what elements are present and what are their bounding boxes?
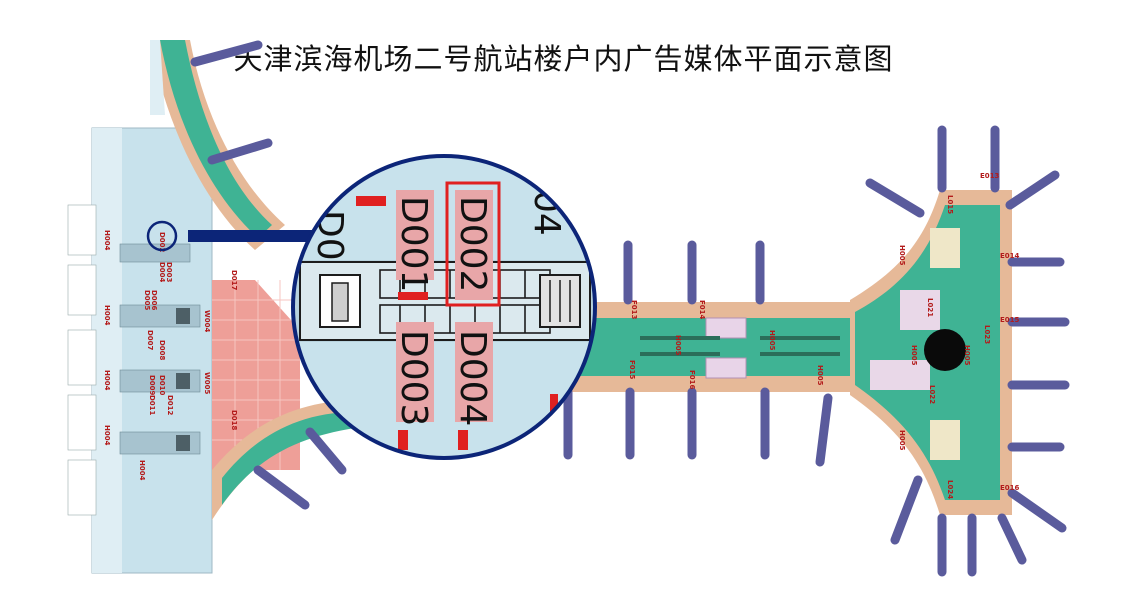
label-l024: L024 <box>946 480 954 499</box>
label-h005-g: H005 <box>898 430 906 451</box>
label-e016: E016 <box>1000 484 1020 492</box>
label-d011: D011 <box>148 395 156 416</box>
label-l021: L021 <box>926 298 934 317</box>
svg-text:D0: D0 <box>309 210 350 261</box>
label-d008: D008 <box>158 340 166 361</box>
highlight-box <box>445 181 501 307</box>
label-h005-b: H005 <box>768 330 776 351</box>
label-h004-b: H004 <box>103 305 111 326</box>
label-h004-a: H004 <box>103 230 111 251</box>
label-d010: D010 <box>158 375 166 396</box>
label-d005: D005 <box>143 290 151 311</box>
label-d002: D002 <box>158 232 166 253</box>
label-d018: D018 <box>230 410 238 431</box>
label-h004-e: H004 <box>138 460 146 481</box>
mag-label-d002: D002 <box>452 196 493 292</box>
label-e013: E013 <box>980 172 1000 180</box>
label-d006: D006 <box>150 290 158 311</box>
label-f016: F016 <box>688 370 696 390</box>
label-f013: F013 <box>630 300 638 320</box>
label-l015: L015 <box>946 195 954 214</box>
label-f015: F015 <box>628 360 636 380</box>
label-h004-c: H004 <box>103 370 111 391</box>
zoom-source-marker <box>146 220 178 252</box>
magnifier: D0 04 D001 D002 D003 D004 <box>293 156 595 458</box>
label-e014: E014 <box>1000 252 1020 260</box>
mag-label-d004: D004 <box>452 330 493 426</box>
label-d012: D012 <box>166 395 174 416</box>
label-f014: F014 <box>698 300 706 320</box>
label-h005-e: H005 <box>963 345 971 366</box>
label-d009: D009 <box>148 375 156 396</box>
mag-label-d003: D003 <box>393 330 434 426</box>
page-title: 天津滨海机场二号航站楼户内广告媒体平面示意图 <box>233 42 894 76</box>
label-e015: E015 <box>1000 316 1020 324</box>
label-h005-a: H005 <box>674 335 682 356</box>
magnifier-ring <box>291 154 597 460</box>
label-d004: D004 <box>158 262 166 283</box>
label-w005: W005 <box>203 372 211 394</box>
label-d017: D017 <box>230 270 238 291</box>
label-d003: D003 <box>165 262 173 283</box>
label-h005-d: H005 <box>898 245 906 266</box>
label-h004-d: H004 <box>103 425 111 446</box>
north-pier <box>150 40 285 250</box>
connector-corridor <box>560 240 860 460</box>
east-hub <box>815 125 1070 577</box>
label-h005-f: H005 <box>910 345 918 366</box>
label-w004: W004 <box>203 310 211 332</box>
main-hall <box>67 127 213 574</box>
label-d007: D007 <box>146 330 154 351</box>
label-l022: L022 <box>928 385 936 404</box>
mag-label-d001: D001 <box>393 196 434 292</box>
code-labels: D002 D003 D004 D005 D006 D007 D008 D009 … <box>103 172 1020 499</box>
label-h005-c: H005 <box>816 365 824 386</box>
label-l023: L023 <box>983 325 991 344</box>
